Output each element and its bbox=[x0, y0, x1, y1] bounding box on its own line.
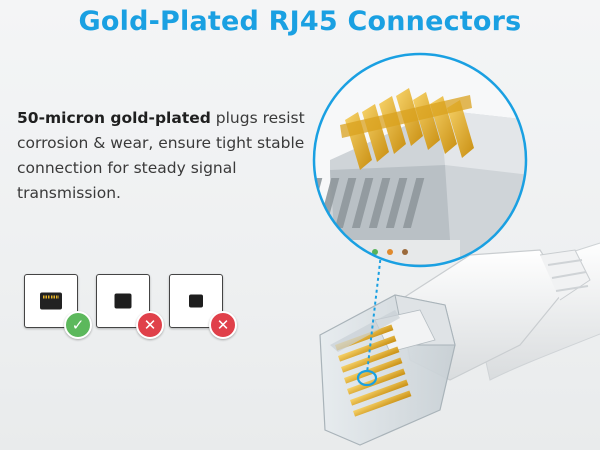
rj45-plug bbox=[319, 294, 456, 446]
zoom-gold-contacts bbox=[340, 88, 474, 170]
description-highlight: 50-micron gold-plated bbox=[17, 109, 211, 127]
plug-gold-contacts bbox=[334, 324, 412, 417]
feature-description: 50-micron gold-plated plugs resist corro… bbox=[17, 106, 307, 206]
ethernet-port-icon bbox=[24, 274, 78, 328]
cross-icon: ✕ bbox=[209, 311, 237, 339]
description-text: plugs resist corrosion & wear, ensure ti… bbox=[17, 109, 305, 202]
page-title: Gold-Plated RJ45 Connectors bbox=[78, 6, 522, 37]
cross-icon: ✕ bbox=[136, 311, 164, 339]
callout bbox=[356, 253, 382, 387]
check-icon: ✓ bbox=[64, 311, 92, 339]
zoom-detail bbox=[312, 52, 528, 268]
